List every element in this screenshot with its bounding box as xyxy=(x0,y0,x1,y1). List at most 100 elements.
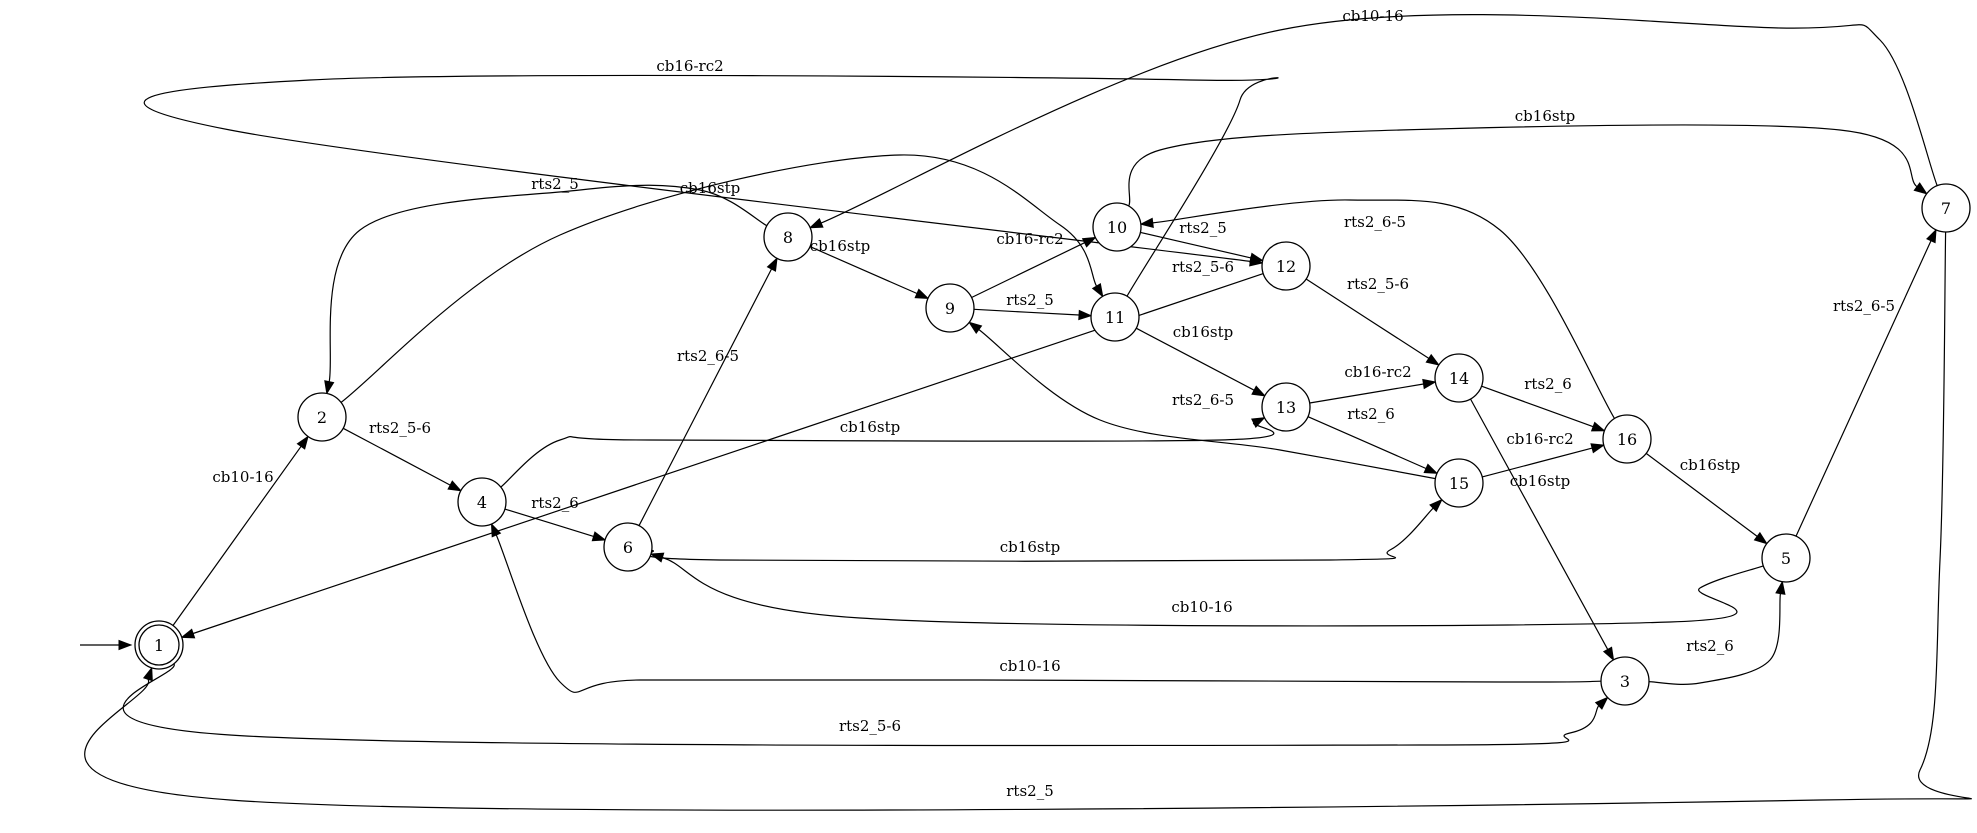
state-circle xyxy=(1434,458,1484,508)
transition-label: rts2_6 xyxy=(1347,405,1394,423)
transition-label: rts2_6-5 xyxy=(1172,391,1234,409)
arrowhead-icon xyxy=(591,531,607,542)
state-circle xyxy=(1600,656,1650,706)
state-label: 6 xyxy=(623,538,633,557)
edges-layer: cb10-16rts2_5-6rts2_5-6cb16stpcb10-16rts… xyxy=(80,7,1972,811)
arrowhead-icon xyxy=(142,666,153,682)
state-circle xyxy=(1261,241,1311,291)
transition-15-to-9: rts2_6-5 xyxy=(968,321,1436,480)
state-12: 12 xyxy=(1261,241,1311,291)
transition-label: cb16stp xyxy=(1680,456,1740,474)
transition-line xyxy=(1305,278,1430,359)
state-9: 9 xyxy=(925,283,975,333)
transition-label: cb10-16 xyxy=(999,657,1060,675)
arrowhead-icon xyxy=(1753,531,1768,545)
transition-label: rts2_6-5 xyxy=(677,347,739,365)
accepting-ring xyxy=(138,624,180,666)
state-6: 6 xyxy=(603,522,653,572)
state-label: 15 xyxy=(1449,474,1469,493)
transition-label: rts2_6-5 xyxy=(1833,297,1895,315)
transition-label: rts2_5 xyxy=(1006,291,1053,309)
state-8: 8 xyxy=(763,212,813,262)
state-label: 3 xyxy=(1620,672,1630,691)
transition-label: rts2_6 xyxy=(531,494,578,512)
arrowhead-icon xyxy=(1926,228,1937,244)
state-circle xyxy=(1761,533,1811,583)
state-label: 14 xyxy=(1449,369,1469,388)
arrowhead-icon xyxy=(118,639,133,651)
arrowhead-icon xyxy=(914,288,930,299)
transition-label: cb16stp xyxy=(840,418,900,436)
transition-11-to-13: rts2_5-6 xyxy=(1135,258,1267,397)
transition-line xyxy=(1309,383,1424,404)
transition-label: cb16stp xyxy=(1173,323,1233,341)
transition-label: cb16stp xyxy=(1000,538,1060,556)
transition-label: cb16stp xyxy=(1515,107,1575,125)
state-label: 16 xyxy=(1617,430,1637,449)
state-16: 16 xyxy=(1602,414,1652,464)
arrowhead-icon xyxy=(1429,498,1443,513)
transition-label: rts2_5 xyxy=(531,175,578,193)
arrowhead-icon xyxy=(1078,309,1093,321)
state-5: 5 xyxy=(1761,533,1811,583)
state-2: 2 xyxy=(297,392,347,442)
arrowhead-icon xyxy=(1602,646,1615,662)
transition-line xyxy=(820,14,1938,224)
transition-line xyxy=(647,507,1434,562)
state-circle xyxy=(1092,202,1142,252)
transition-label: cb10-16 xyxy=(1171,598,1232,616)
transition-label: cb16-rc2 xyxy=(996,230,1063,248)
transition-10-to-7: cb16stp xyxy=(1128,107,1928,207)
transition-11-to-12: cb16-rc2 xyxy=(143,57,1279,297)
transition-line xyxy=(809,246,918,295)
state-3: 3 xyxy=(1600,656,1650,706)
state-circle xyxy=(1921,183,1971,233)
transition-9-to-10: cb16-rc2 xyxy=(971,230,1097,299)
transition-7-to-1: rts2_5 xyxy=(84,231,1972,811)
transition-14-to-3: cb16stp xyxy=(1469,398,1615,662)
transition-line xyxy=(1482,447,1593,478)
arrowhead-icon xyxy=(296,435,309,450)
transition-line xyxy=(1645,452,1758,537)
transition-line xyxy=(662,556,1764,627)
arrowhead-icon xyxy=(1913,182,1928,195)
transition-label: rts2_5 xyxy=(1179,219,1226,237)
transition-3-to-4: cb10-16 xyxy=(490,522,1602,693)
state-circle xyxy=(297,392,347,442)
transition-label: cb16stp xyxy=(810,237,870,255)
transition-line xyxy=(84,231,1972,811)
arrowhead-icon xyxy=(180,628,196,639)
transition-label: rts2_6-5 xyxy=(1344,213,1406,231)
state-label: 2 xyxy=(317,408,327,427)
arrowhead-icon xyxy=(1425,353,1441,366)
transition-line xyxy=(495,534,1602,693)
state-7: 7 xyxy=(1921,183,1971,233)
transition-line xyxy=(328,184,768,382)
arrowhead-icon xyxy=(1590,421,1606,432)
state-label: 9 xyxy=(945,299,955,318)
state-circle xyxy=(1434,353,1484,403)
transition-line xyxy=(638,268,773,526)
transition-1-to-3: rts2_5-6 xyxy=(122,663,1609,747)
transition-line xyxy=(1307,416,1427,470)
transition-15-to-16: cb16-rc2 xyxy=(1482,430,1606,478)
arrowhead-icon xyxy=(447,480,463,492)
state-label: 7 xyxy=(1941,199,1951,218)
transition-label: cb16-rc2 xyxy=(1506,430,1573,448)
transition-1-to-2: cb10-16 xyxy=(172,435,309,626)
transition-line xyxy=(342,427,451,486)
arrowhead-icon xyxy=(968,321,983,334)
transition-line xyxy=(1135,327,1255,391)
state-label: 5 xyxy=(1781,549,1791,568)
state-13: 13 xyxy=(1261,382,1311,432)
state-circle xyxy=(1602,414,1652,464)
transition-line xyxy=(1648,593,1781,685)
state-circle xyxy=(457,477,507,527)
arrowhead-icon xyxy=(1249,256,1264,267)
state-label: 13 xyxy=(1276,398,1296,417)
transition-line xyxy=(143,74,1279,297)
state-14: 14 xyxy=(1434,353,1484,403)
transition-3-to-5: rts2_6 xyxy=(1648,580,1786,685)
